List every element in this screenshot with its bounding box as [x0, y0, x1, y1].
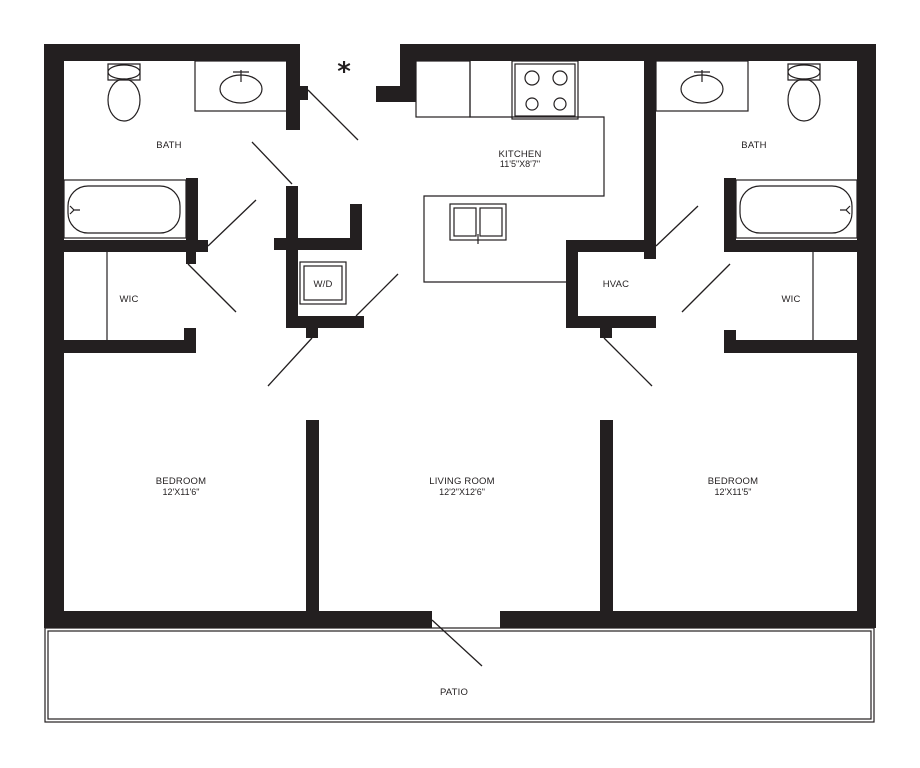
doors — [187, 89, 731, 667]
bathtub-right-icon — [735, 179, 858, 239]
kitchen-counter — [415, 60, 605, 283]
room-dim-bedroom-left: 12'X11'6" — [163, 487, 200, 497]
toilet-right-icon — [787, 63, 821, 122]
room-label-wic-right: WIC — [781, 294, 800, 305]
room-dim-living: 12'2"X12'6" — [439, 487, 485, 497]
bathtub-left-icon — [63, 179, 187, 239]
room-label-bath-left: BATH — [156, 140, 181, 151]
toilet-left-icon — [107, 63, 141, 122]
patio-outline — [44, 627, 875, 723]
room-label-hvac: HVAC — [603, 279, 630, 290]
room-label-laundry: W/D — [313, 279, 332, 290]
room-label-patio: PATIO — [440, 687, 468, 698]
room-label-living: LIVING ROOM — [429, 476, 495, 487]
room-dim-kitchen: 11'5"X8'7" — [500, 159, 540, 169]
sink-left-icon — [194, 60, 288, 112]
kitchen-sink-icon — [449, 203, 507, 244]
entry-marker: * — [337, 57, 351, 87]
room-label-bedroom-left: BEDROOM — [156, 476, 207, 487]
sink-right-icon — [655, 60, 749, 112]
room-label-wic-left: WIC — [119, 294, 138, 305]
stove-icon — [511, 60, 579, 120]
exterior-walls — [44, 44, 876, 628]
room-label-kitchen: KITCHEN — [498, 149, 541, 160]
room-label-bedroom-right: BEDROOM — [708, 476, 759, 487]
room-dim-bedroom-right: 12'X11'5" — [715, 487, 752, 497]
interior-walls — [64, 61, 857, 611]
washer-dryer-icon — [299, 261, 347, 305]
room-label-bath-right: BATH — [741, 140, 766, 151]
